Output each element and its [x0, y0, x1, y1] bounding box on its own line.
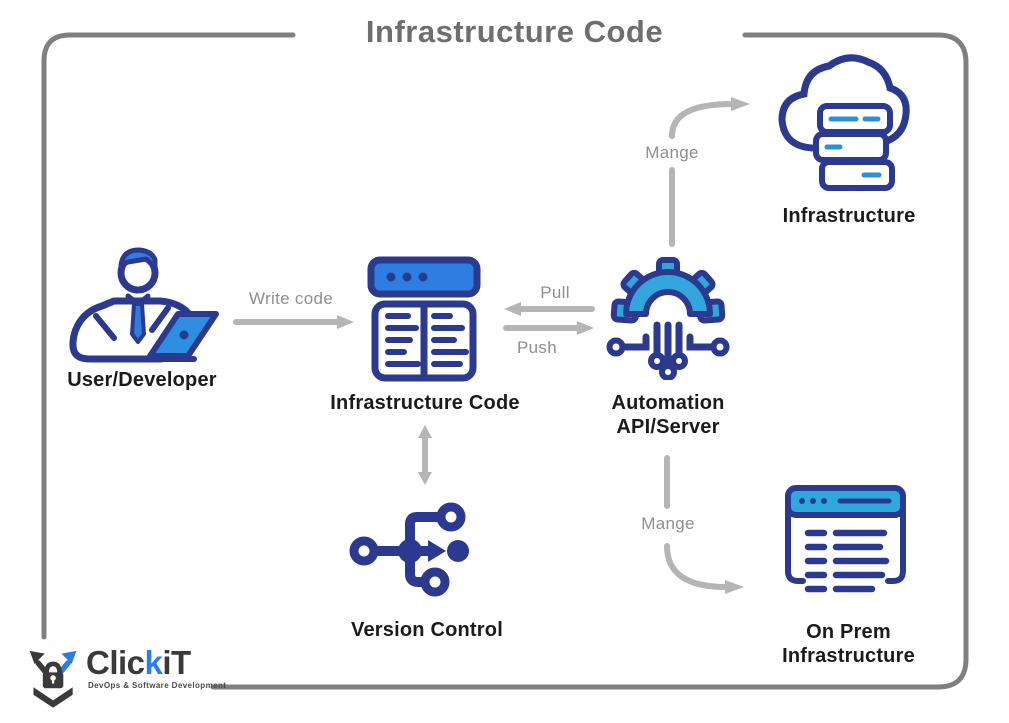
automation-label-line1: Automation: [611, 392, 725, 414]
clickit-tagline: DevOps & Software Development: [88, 681, 227, 690]
on-prem-infrastructure-label: On Prem Infrastructure: [766, 620, 931, 668]
push-arrow: [503, 321, 594, 335]
user-developer-label: User/Developer: [67, 369, 217, 391]
infrastructure-code-label: Infrastructure Code: [330, 392, 520, 414]
cloud-infrastructure-label: Infrastructure: [782, 205, 916, 227]
automation-icon: [606, 257, 730, 380]
logo-text-part1: Clic: [86, 644, 145, 681]
on-prem-label-line2: Infrastructure: [782, 645, 915, 667]
manage-bottom-label: Mange: [641, 514, 695, 533]
diagram-title: Infrastructure Code: [365, 14, 664, 49]
clickit-logo-text: ClickiT DevOps & Software Development: [86, 646, 227, 691]
pull-arrow: [504, 302, 595, 316]
write-code-arrow: [233, 315, 354, 329]
on-prem-infrastructure-icon: [785, 485, 906, 593]
manage-top-label: Mange: [645, 143, 699, 162]
version-control-icon: [349, 502, 469, 597]
logo-text-part3: iT: [162, 644, 191, 681]
manage-bottom-arrow: [664, 455, 744, 594]
automation-label: Automation API/Server: [578, 391, 758, 439]
user-developer-icon: [69, 247, 219, 363]
version-control-label: Version Control: [351, 619, 503, 641]
manage-top-arrow: [669, 97, 750, 247]
push-label: Push: [517, 338, 557, 357]
logo-text-part2: k: [144, 644, 163, 681]
clickit-wordmark: ClickiT: [86, 646, 226, 680]
automation-label-line2: API/Server: [616, 416, 720, 438]
clickit-logo: ClickiT DevOps & Software Development: [26, 646, 226, 708]
infrastructure-code-icon: [367, 256, 481, 382]
sync-double-arrow: [418, 425, 432, 485]
clickit-logo-mark: [29, 650, 77, 708]
write-code-label: Write code: [249, 289, 333, 308]
cloud-infrastructure-icon: [778, 54, 910, 191]
on-prem-label-line1: On Prem: [806, 621, 891, 643]
pull-label: Pull: [540, 283, 570, 302]
